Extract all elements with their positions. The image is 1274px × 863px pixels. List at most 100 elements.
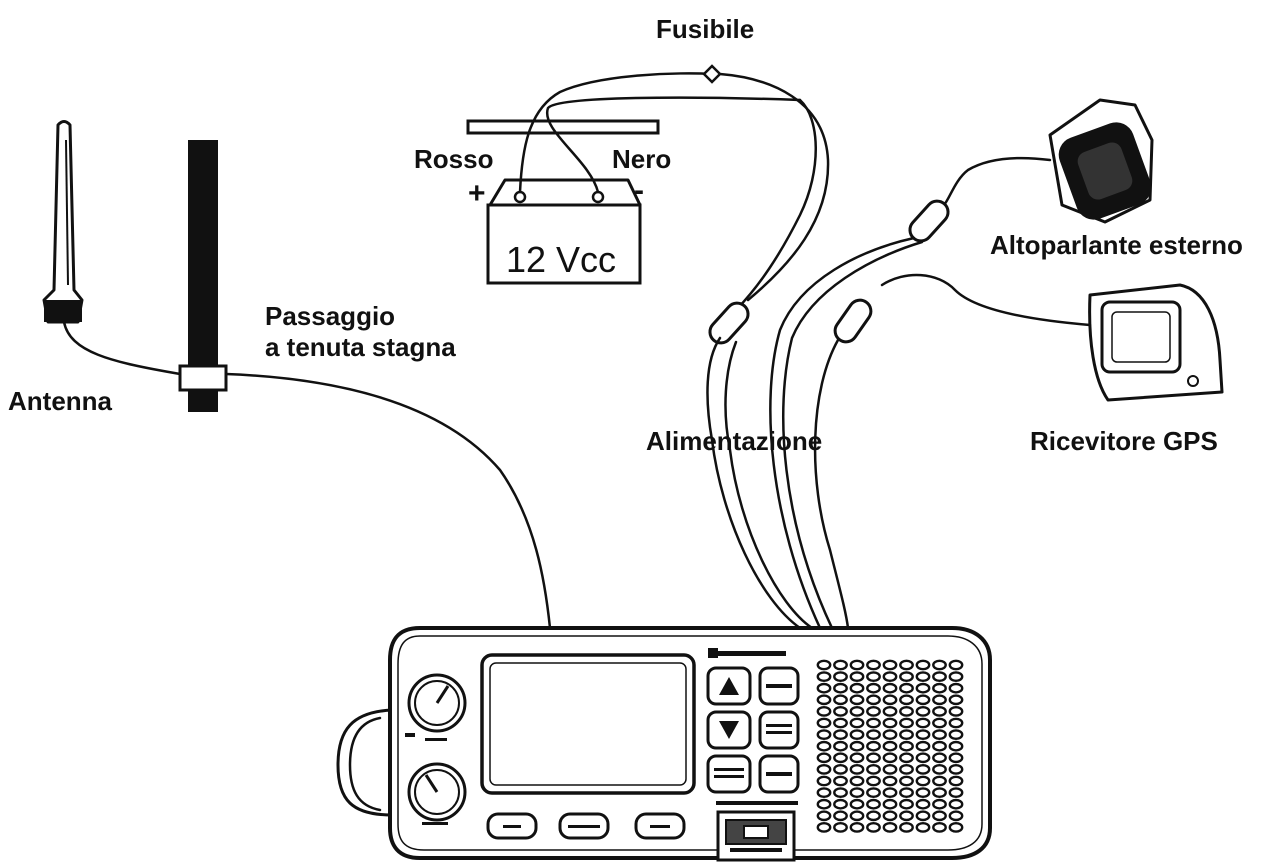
grille-hole (816, 717, 832, 729)
red-wire-label: Rosso (414, 144, 493, 174)
grille-hole (915, 682, 931, 694)
grille-hole (948, 706, 964, 717)
grille-hole (849, 752, 865, 764)
grille-hole (915, 740, 931, 752)
grille-hole (833, 810, 848, 822)
grille-hole (866, 671, 881, 682)
grille-hole (915, 775, 931, 787)
grille-hole (833, 740, 848, 752)
grille-hole (932, 810, 947, 822)
grille-hole (816, 694, 832, 706)
grille-hole (816, 787, 832, 798)
grille-hole (882, 764, 898, 775)
battery-12v (466, 119, 660, 285)
grille-hole (932, 775, 947, 787)
grille-hole (899, 822, 914, 833)
grille-hole (833, 729, 848, 740)
grille-hole (882, 798, 898, 810)
grille-hole (915, 717, 931, 729)
grille-hole (866, 659, 881, 671)
grille-hole (948, 787, 964, 798)
grille-hole (882, 740, 898, 752)
grille-hole (932, 752, 947, 764)
grille-hole (899, 729, 914, 740)
grille-hole (882, 717, 898, 729)
grille-hole (833, 787, 848, 798)
grille-hole (849, 706, 865, 717)
grille-hole (849, 694, 865, 706)
speaker-cable (942, 156, 1052, 207)
feedthrough-label-line2: a tenuta stagna (265, 332, 456, 362)
grille-hole (948, 671, 964, 682)
grille-hole (849, 729, 865, 740)
grille-hole (849, 682, 865, 694)
grille-hole (882, 787, 898, 798)
grille-hole (816, 682, 832, 694)
grille-hole (915, 706, 931, 717)
grille-hole (816, 671, 832, 682)
grille-hole (866, 798, 881, 810)
grille-hole (948, 659, 964, 671)
grille-hole (816, 752, 832, 764)
power-label: Alimentazione (646, 426, 822, 456)
grille-hole (866, 740, 881, 752)
antenna (42, 120, 84, 324)
speaker-grille (816, 659, 964, 833)
grille-hole (833, 682, 848, 694)
antenna-cable (62, 320, 552, 630)
grille-hole (833, 822, 848, 833)
grille-hole (899, 787, 914, 798)
feedthrough-label-line1: Passaggio (265, 301, 395, 331)
battery-voltage-label: 12 Vcc (506, 239, 616, 280)
antenna-label: Antenna (8, 386, 113, 416)
power-cable (718, 72, 830, 302)
grille-hole (866, 787, 881, 798)
grille-hole (833, 671, 848, 682)
gps-label: Ricevitore GPS (1030, 426, 1218, 456)
grille-hole (833, 717, 848, 729)
grille-hole (932, 694, 947, 706)
grille-hole (866, 729, 881, 740)
grille-hole (849, 775, 865, 787)
grille-hole (849, 822, 865, 833)
grille-hole (882, 752, 898, 764)
grille-hole (882, 775, 898, 787)
power-cable-ferrite (708, 301, 750, 345)
grille-hole (899, 706, 914, 717)
grille-hole (816, 729, 832, 740)
grille-hole (899, 764, 914, 775)
grille-hole (948, 764, 964, 775)
speaker-label: Altoparlante esterno (990, 230, 1243, 260)
fuse-label: Fusibile (656, 14, 754, 44)
grille-hole (948, 694, 964, 706)
positive-terminal-label: + (468, 177, 486, 210)
grille-hole (866, 775, 881, 787)
grille-hole (816, 764, 832, 775)
grille-hole (866, 682, 881, 694)
grille-hole (816, 810, 832, 822)
grille-hole (849, 787, 865, 798)
grille-hole (866, 822, 881, 833)
grille-hole (915, 810, 931, 822)
grille-hole (948, 775, 964, 787)
grille-hole (866, 706, 881, 717)
grille-hole (932, 729, 947, 740)
grille-hole (915, 798, 931, 810)
grille-hole (932, 717, 947, 729)
grille-hole (915, 822, 931, 833)
grille-hole (833, 798, 848, 810)
black-wire (545, 96, 802, 194)
grille-hole (899, 752, 914, 764)
grille-hole (849, 764, 865, 775)
external-speaker (1048, 98, 1154, 224)
grille-hole (866, 752, 881, 764)
grille-hole (948, 740, 964, 752)
grille-hole (915, 787, 931, 798)
grille-hole (932, 798, 947, 810)
grille-hole (948, 822, 964, 833)
grille-hole (899, 659, 914, 671)
grille-hole (816, 798, 832, 810)
grille-hole (899, 717, 914, 729)
grille-hole (882, 822, 898, 833)
grille-hole (915, 764, 931, 775)
